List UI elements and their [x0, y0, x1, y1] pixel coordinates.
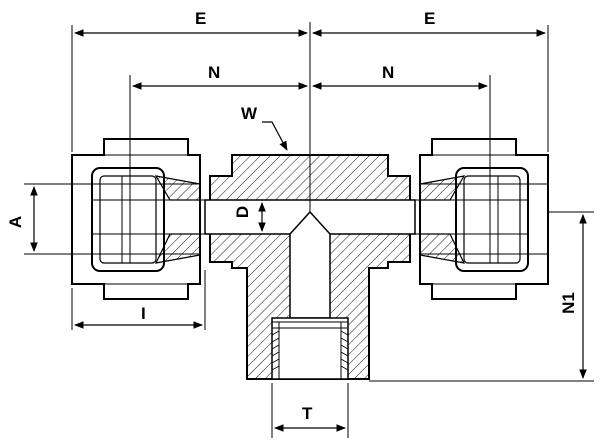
right-nut [415, 138, 549, 300]
label-n-right: N [382, 63, 394, 82]
label-n1: N1 [559, 292, 578, 314]
extension-lines [24, 22, 594, 438]
label-t: T [302, 404, 313, 423]
label-w: W [241, 104, 258, 123]
label-i: I [141, 304, 146, 323]
left-nut [71, 138, 205, 300]
label-e-right: E [424, 9, 435, 28]
label-a: A [6, 216, 25, 228]
label-e-left: E [195, 9, 206, 28]
w-leader [262, 121, 288, 151]
thread-lines [271, 330, 349, 371]
dimension-lines [30, 29, 587, 432]
label-n-left: N [208, 63, 220, 82]
label-d: D [233, 206, 252, 218]
